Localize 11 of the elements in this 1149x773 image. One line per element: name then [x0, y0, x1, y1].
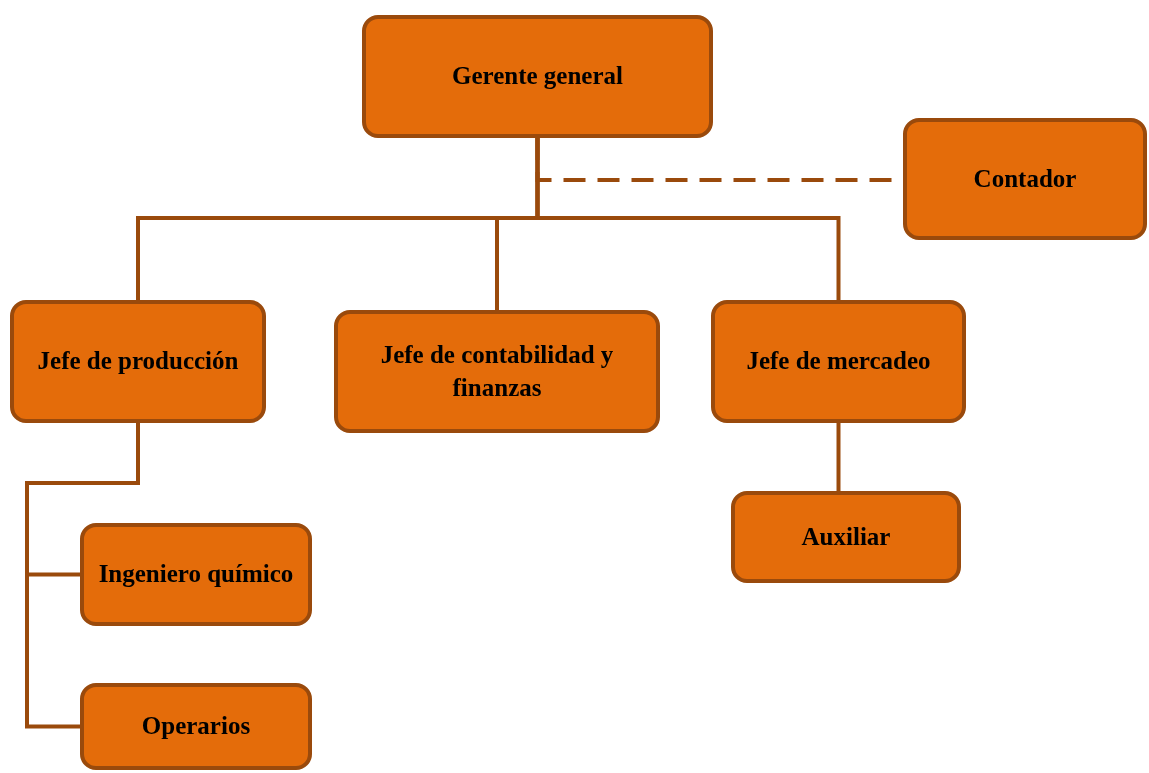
org-box: Operarios: [80, 683, 312, 770]
connector-line: [535, 138, 841, 300]
org-box: Jefe de mercadeo: [711, 300, 966, 423]
org-box: Jefe de contabilidad y finanzas: [334, 310, 660, 433]
org-box: Jefe de producción: [10, 300, 266, 423]
connector-line: [25, 423, 140, 729]
org-box: Ingeniero químico: [80, 523, 312, 626]
org-box: Gerente general: [362, 15, 713, 138]
connector-line: [836, 423, 841, 491]
org-box: Contador: [903, 118, 1147, 240]
org-box: Auxiliar: [731, 491, 961, 583]
